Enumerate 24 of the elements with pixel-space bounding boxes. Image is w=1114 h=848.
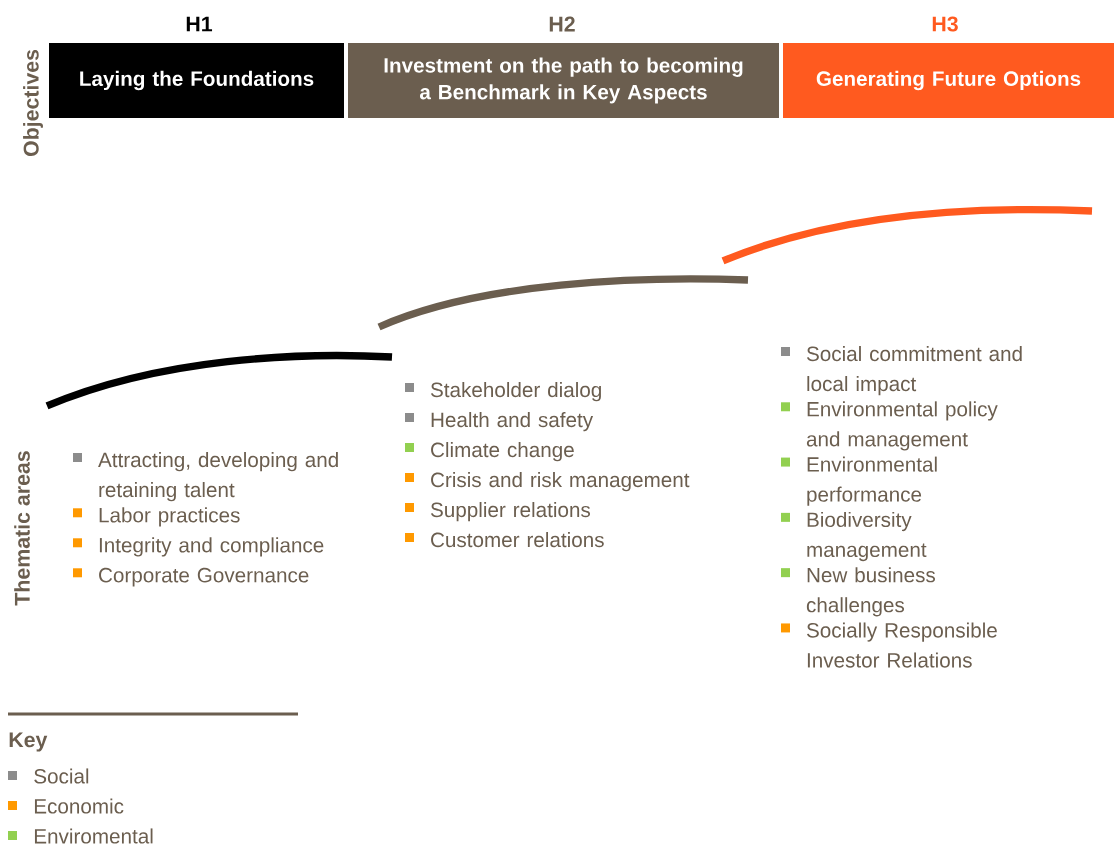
bullet-item: Climate change	[405, 442, 574, 462]
bullet-item: Attracting, developing and retaining talent	[73, 452, 338, 502]
bullet-item: Environmental performance	[781, 456, 937, 506]
objective-box: Generating Future Options	[783, 43, 1114, 118]
bullet-item: Integrity and compliance	[73, 537, 324, 557]
bullet-item: Environmental policy and management	[781, 401, 998, 451]
bullet-item: Labor practices	[73, 507, 240, 527]
side-label: Thematic areas	[14, 451, 30, 606]
bullet-item: Social commitment and local impact	[781, 346, 1022, 396]
legend-label: Economic	[34, 798, 124, 814]
objective-box: Investment on the path to becoming a Benchmark in Key Aspects	[348, 43, 779, 118]
bullet-item: Stakeholder dialog	[405, 382, 601, 402]
bullet-item: Crisis and risk management	[405, 472, 690, 492]
legend-label: Enviromental	[34, 828, 153, 844]
bullet-item: Supplier relations	[405, 502, 591, 522]
bullet-item: Biodiversity management	[781, 511, 927, 562]
bullet-item: Health and safety	[405, 412, 594, 432]
bullet-item: Corporate Governance	[73, 567, 309, 587]
key-heading: Key	[9, 732, 48, 752]
bullet-item: New business challenges	[781, 567, 935, 617]
legend-label: Social	[34, 768, 89, 784]
bullet-item: Customer relations	[405, 532, 604, 548]
objective-box: Laying the Foundations	[49, 43, 344, 118]
bullet-item: Socially Responsible Investor Relations	[781, 622, 997, 668]
